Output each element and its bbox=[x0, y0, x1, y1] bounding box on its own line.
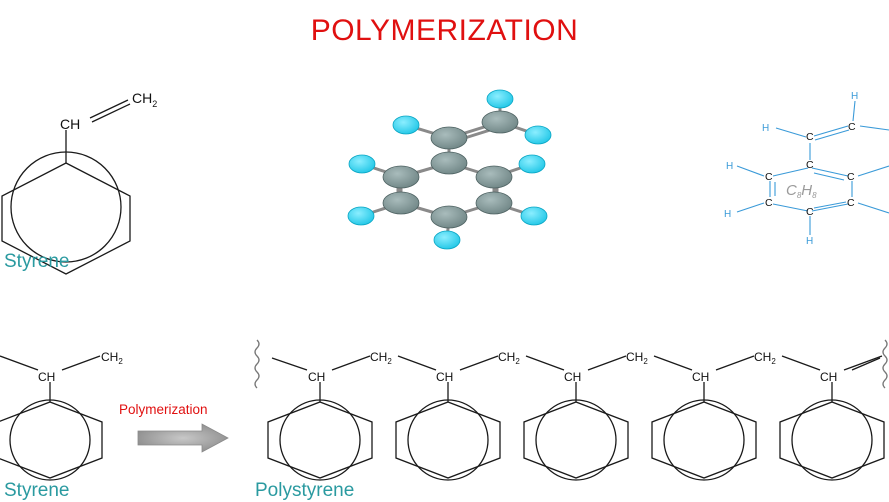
chain-ch-text: CH bbox=[308, 370, 325, 384]
svg-text:C: C bbox=[806, 206, 814, 218]
repeat-unit: CH CH2 bbox=[523, 350, 693, 481]
svg-text:C: C bbox=[848, 121, 856, 133]
svg-text:H: H bbox=[762, 123, 769, 134]
double-bond-b bbox=[91, 103, 131, 123]
styrene-top-label: Styrene bbox=[4, 251, 70, 272]
chain-ch2-text: CH2 bbox=[754, 350, 776, 366]
benzene-inner-circle bbox=[10, 151, 122, 263]
carbon-atom bbox=[382, 191, 420, 215]
svg-text:H: H bbox=[726, 161, 733, 172]
svg-text:C: C bbox=[847, 197, 855, 209]
hydrogen-atom bbox=[518, 154, 546, 174]
styrene-bottom-label: Styrene bbox=[4, 480, 70, 501]
benzene-ring bbox=[395, 401, 501, 479]
double-bond-a bbox=[89, 99, 129, 119]
monomer-ch2-text: CH2 bbox=[101, 350, 123, 366]
svg-text:H: H bbox=[851, 91, 858, 102]
carbon-atom bbox=[430, 126, 468, 150]
chain-ch-text: CH bbox=[436, 370, 453, 384]
benzene-ring bbox=[0, 401, 103, 479]
styrene-ch-text: CH bbox=[60, 116, 80, 132]
benzene-ring bbox=[651, 401, 757, 479]
formula-c8h8: C8H8 bbox=[786, 182, 817, 200]
polymerization-arrow-label: Polymerization bbox=[119, 402, 208, 417]
carbon-atom bbox=[430, 205, 468, 229]
chain-ch-text: CH bbox=[820, 370, 837, 384]
carbon-atom bbox=[430, 151, 468, 175]
hydrogen-atom bbox=[392, 115, 420, 135]
polystyrene-label: Polystyrene bbox=[255, 480, 355, 501]
repeat-unit: CH CH2 bbox=[395, 350, 565, 481]
svg-text:C: C bbox=[806, 131, 814, 143]
benzene-ring bbox=[523, 401, 629, 479]
repeat-unit: CH CH2 bbox=[651, 350, 821, 481]
carbon-atom bbox=[481, 110, 519, 134]
ball-stick-model bbox=[347, 89, 552, 250]
chain-ch2-text: CH2 bbox=[626, 350, 648, 366]
hydrogen-atom bbox=[486, 89, 514, 109]
chain-ch-text: CH bbox=[692, 370, 709, 384]
svg-text:H: H bbox=[806, 236, 813, 247]
hydrogen-atom bbox=[524, 125, 552, 145]
repeat-unit: CH CH2 bbox=[267, 350, 437, 481]
svg-text:H: H bbox=[724, 209, 731, 220]
carbon-atom bbox=[382, 165, 420, 189]
carbon-atom bbox=[475, 191, 513, 215]
svg-text:C: C bbox=[765, 197, 773, 209]
hydrogen-atom bbox=[347, 206, 375, 226]
benzene-ring bbox=[779, 401, 885, 479]
chain-ch2-text: CH2 bbox=[370, 350, 392, 366]
wavy-chain-end bbox=[254, 339, 260, 389]
carbon-atom bbox=[475, 165, 513, 189]
benzene-ring bbox=[1, 162, 131, 275]
page-title: POLYMERIZATION bbox=[310, 14, 579, 47]
hydrogen-atom bbox=[433, 230, 461, 250]
benzene-ring bbox=[267, 401, 373, 479]
styrene-ch2-text: CH2 bbox=[132, 90, 157, 109]
monomer-structure bbox=[0, 355, 103, 481]
svg-text:C: C bbox=[765, 171, 773, 183]
svg-text:C: C bbox=[806, 159, 814, 171]
hydrogen-atom bbox=[348, 154, 376, 174]
polystyrene-chain bbox=[254, 339, 888, 389]
repeat-unit: CH bbox=[779, 355, 885, 481]
reaction-arrow bbox=[137, 423, 229, 453]
skeletal-formula-structure: C C C C C C C C H H H H H C8H8 bbox=[724, 91, 889, 247]
styrene-structure bbox=[1, 99, 131, 275]
svg-text:C: C bbox=[847, 171, 855, 183]
hydrogen-atom bbox=[520, 206, 548, 226]
monomer-ch-text: CH bbox=[38, 370, 55, 384]
wavy-chain-end bbox=[882, 339, 888, 389]
chain-ch-text: CH bbox=[564, 370, 581, 384]
chain-ch2-text: CH2 bbox=[498, 350, 520, 366]
